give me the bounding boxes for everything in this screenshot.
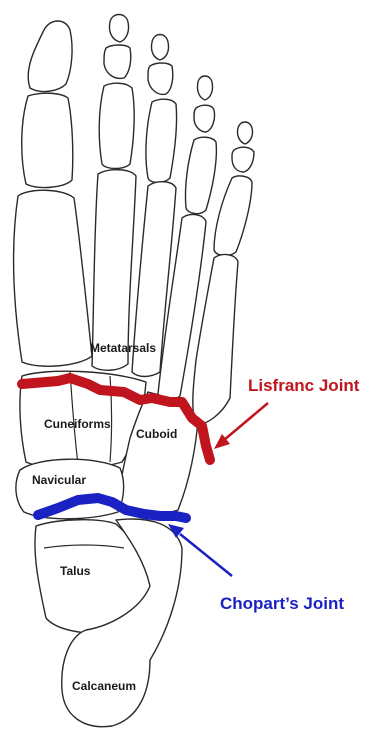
toe3-distal-phalanx [151,35,168,61]
hallux-proximal-phalanx [22,93,73,187]
calcaneum-label: Calcaneum [72,679,136,693]
toe2-proximal-phalanx [99,83,134,168]
cuboid-label: Cuboid [136,427,177,441]
toe2-middle-phalanx [104,45,131,78]
chopart-arrow [180,534,232,576]
navicular-label: Navicular [32,473,86,487]
lisfranc-joint-label: Lisfranc Joint [248,376,360,395]
metatarsal-1 [14,190,92,366]
toe2-distal-phalanx [109,15,128,43]
toe5-proximal-phalanx [214,176,252,256]
metatarsals-label: Metatarsals [90,341,156,355]
chopart-joint-label: Chopart’s Joint [220,594,344,613]
talus-label: Talus [60,564,91,578]
toe3-proximal-phalanx [146,99,177,182]
toe4-proximal-phalanx [185,137,216,213]
toe5-distal-phalanx [237,122,252,144]
toe5-middle-phalanx [232,147,254,172]
toe3-middle-phalanx [148,63,173,94]
metatarsal-5 [193,255,238,425]
lisfranc-arrow [224,403,268,440]
toe4-middle-phalanx [194,105,215,132]
toe4-distal-phalanx [197,76,212,100]
cuneiforms-label: Cuneiforms [44,417,111,431]
hallux-distal-phalanx [28,21,72,91]
navicular-bone [16,459,124,519]
